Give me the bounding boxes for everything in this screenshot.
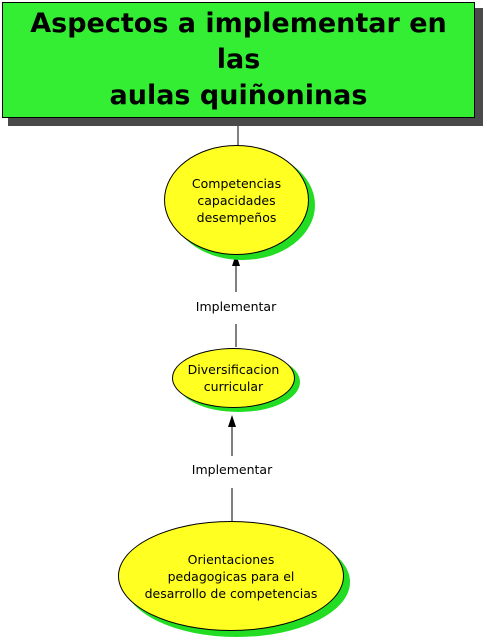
node-orientaciones-label: Orientaciones pedagogicas para el desarr…	[144, 551, 318, 601]
arrowhead-up-competencias	[232, 254, 240, 266]
diagram-title: Aspectos a implementar en las aulas quiñ…	[30, 8, 447, 111]
arrowhead-up-diversificacion	[228, 415, 236, 427]
node-competencias: Competencias capacidades desempeños	[164, 145, 309, 255]
node-diversificacion-label: Diversificacion curricular	[187, 362, 280, 394]
edge-label-lower: Implementar	[182, 462, 282, 477]
title-box: Aspectos a implementar en las aulas quiñ…	[2, 2, 475, 118]
node-competencias-label: Competencias capacidades desempeños	[191, 175, 282, 225]
node-orientaciones: Orientaciones pedagogicas para el desarr…	[118, 521, 344, 631]
node-diversificacion: Diversificacion curricular	[172, 348, 295, 408]
edge-label-upper: Implementar	[186, 299, 286, 314]
